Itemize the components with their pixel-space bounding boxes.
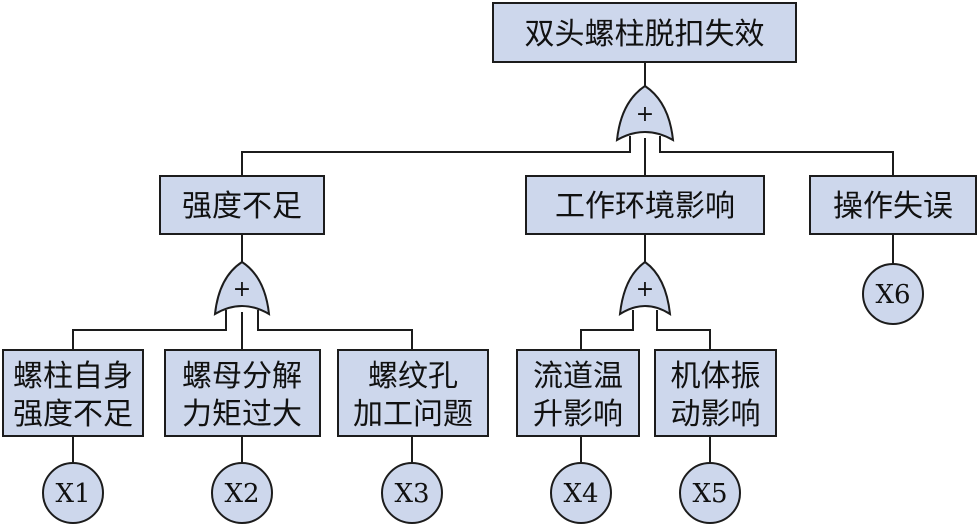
- basic-event-x5-label: X5: [692, 479, 727, 509]
- strength-or-gate: +: [213, 260, 271, 316]
- connector-top-gate-strength: [241, 136, 631, 176]
- bottom-event-e5-line1: 机体振: [671, 359, 761, 394]
- basic-event-x1-label: X1: [55, 479, 90, 509]
- basic-event-x4-label: X4: [563, 479, 598, 509]
- bottom-event-e5-line2: 动影响: [671, 397, 761, 432]
- operation-event-label: 操作失误: [833, 189, 953, 224]
- bottom-event-e3: 螺纹孔 加工问题: [337, 349, 489, 437]
- bottom-event-e1-line1: 螺柱自身: [13, 359, 133, 394]
- basic-event-x5: X5: [679, 462, 741, 524]
- connector-environment-gate-e5: [656, 310, 711, 350]
- basic-event-x1: X1: [42, 462, 104, 524]
- connector-top-gate-operation: [659, 136, 894, 176]
- basic-event-x6: X6: [862, 263, 924, 325]
- top-or-gate: +: [615, 84, 675, 142]
- connector-strength-gate-e3: [257, 310, 413, 350]
- basic-event-x2-label: X2: [224, 479, 259, 509]
- bottom-event-e4: 流道温 升影响: [516, 349, 640, 437]
- bottom-event-e4-line2: 升影响: [533, 397, 623, 432]
- or-gate-symbol: +: [636, 277, 654, 302]
- top-event-label: 双头螺柱脱扣失效: [525, 17, 765, 52]
- bottom-event-e3-line1: 螺纹孔: [368, 359, 458, 394]
- bottom-event-e2: 螺母分解 力矩过大: [164, 349, 321, 437]
- strength-event-label: 强度不足: [182, 189, 302, 224]
- strength-event-box: 强度不足: [159, 175, 325, 235]
- bottom-event-e1-line2: 强度不足: [13, 397, 133, 432]
- bottom-event-e3-line2: 加工问题: [353, 397, 473, 432]
- connectors: [72, 62, 894, 463]
- top-event-box: 双头螺柱脱扣失效: [492, 2, 797, 63]
- bottom-event-e1: 螺柱自身 强度不足: [2, 349, 144, 437]
- environment-event-box: 工作环境影响: [525, 175, 765, 235]
- or-gate-shape: [618, 260, 672, 316]
- bottom-event-e2-line1: 螺母分解: [182, 359, 302, 394]
- or-gate-shape: [213, 260, 271, 316]
- bottom-event-e5: 机体振 动影响: [654, 349, 777, 437]
- basic-event-x6-label: X6: [875, 280, 910, 310]
- or-gate-symbol: +: [636, 102, 654, 127]
- bottom-event-e4-line1: 流道温: [533, 359, 623, 394]
- connector-environment-gate-e4: [580, 310, 634, 350]
- environment-event-label: 工作环境影响: [555, 189, 735, 224]
- or-gate-shape: [615, 84, 675, 142]
- basic-event-x3: X3: [381, 462, 443, 524]
- connector-strength-gate-e1: [72, 310, 227, 350]
- basic-event-x3-label: X3: [394, 479, 429, 509]
- environment-or-gate: +: [618, 260, 672, 316]
- bottom-event-e2-line2: 力矩过大: [182, 397, 302, 432]
- basic-event-x4: X4: [550, 462, 612, 524]
- or-gate-symbol: +: [233, 277, 251, 302]
- basic-event-x2: X2: [211, 462, 273, 524]
- operation-event-box: 操作失误: [809, 175, 977, 235]
